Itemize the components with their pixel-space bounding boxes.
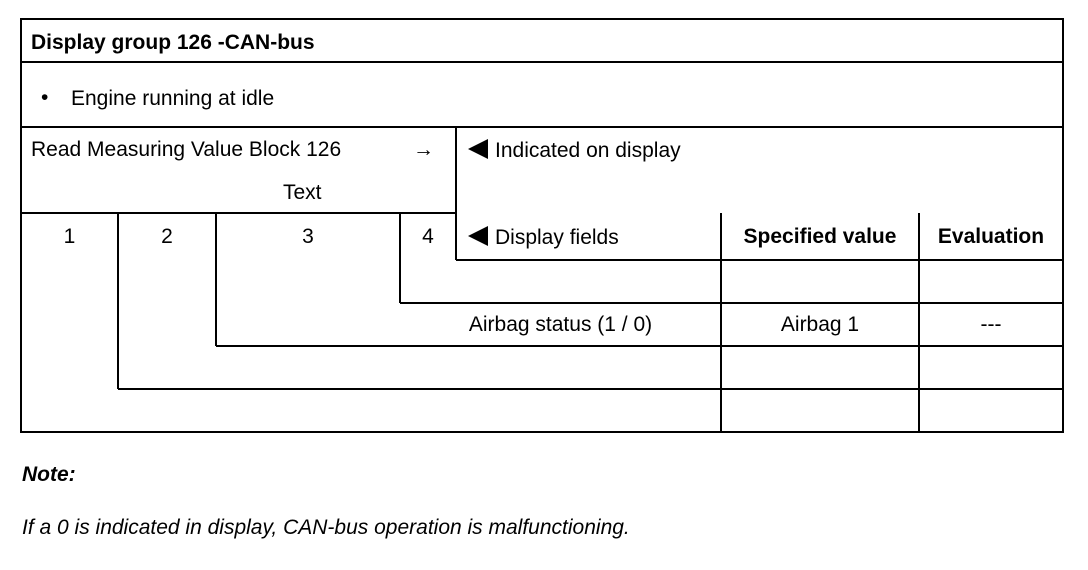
display-group-title: Display group 126 -CAN-bus	[31, 31, 315, 54]
row2-field: Airbag status (1 / 0)	[468, 313, 653, 336]
note-heading: Note:	[22, 463, 76, 486]
specified-value-header: Specified value	[743, 225, 897, 248]
bullet-icon: •	[41, 86, 49, 109]
column-number-1: 1	[63, 225, 76, 248]
evaluation-header: Evaluation	[937, 225, 1045, 248]
indicated-on-display: Indicated on display	[495, 139, 681, 162]
row2-specified: Airbag 1	[780, 313, 860, 336]
indicated-pointer-icon	[468, 139, 488, 159]
note-text: If a 0 is indicated in display, CAN-bus …	[22, 516, 630, 539]
arrow-right-icon: →	[413, 138, 434, 161]
table-border	[20, 18, 1064, 433]
column-number-3: 3	[302, 225, 314, 248]
condition-text: Engine running at idle	[71, 87, 275, 110]
row2-evaluation: ---	[980, 313, 1002, 336]
text-label: Text	[283, 181, 322, 204]
display-fields-label: Display fields	[495, 226, 619, 249]
read-block-label: Read Measuring Value Block 126	[31, 138, 342, 161]
column-number-2: 2	[161, 225, 173, 248]
fields-pointer-icon	[468, 226, 488, 246]
column-number-4: 4	[422, 225, 434, 248]
